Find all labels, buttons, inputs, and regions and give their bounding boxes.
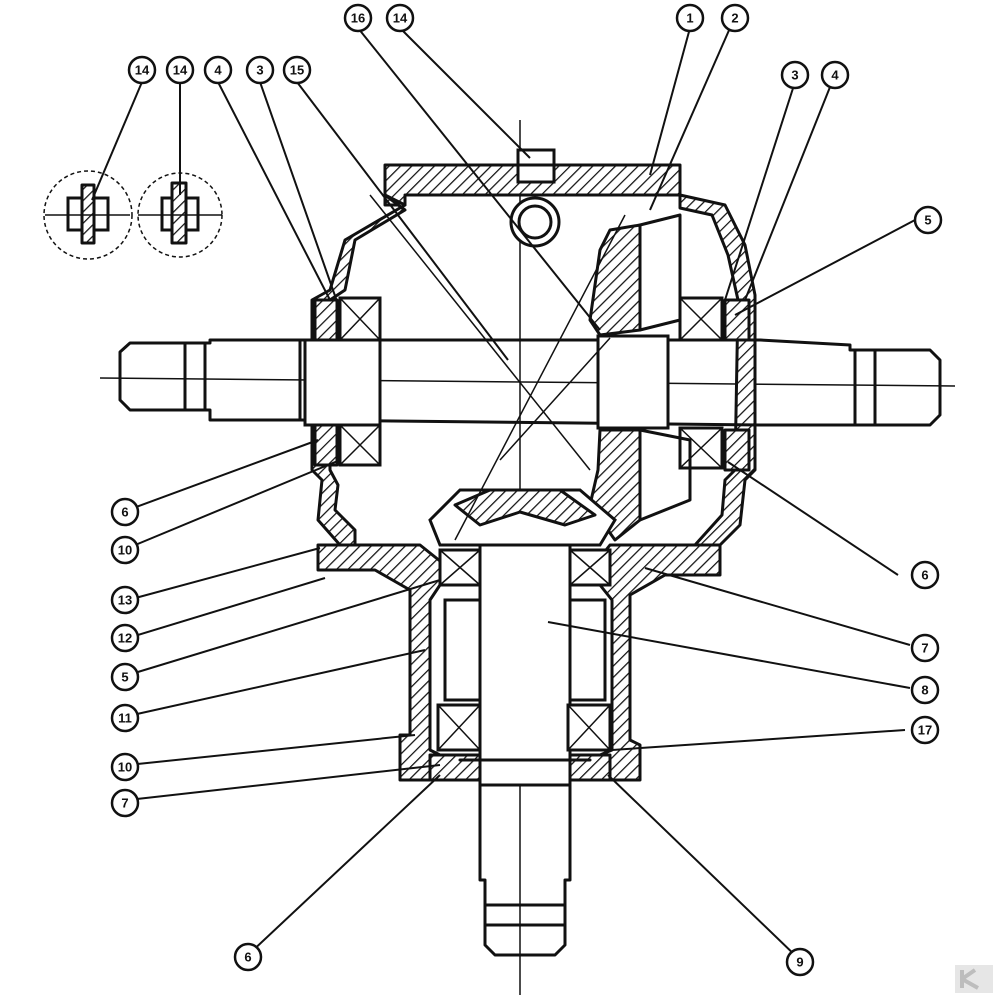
svg-text:5: 5 — [924, 213, 931, 228]
svg-text:10: 10 — [118, 760, 132, 775]
vertical-shaft — [436, 543, 612, 957]
callout-5-left: 5 — [110, 662, 140, 692]
callout-4-left: 4 — [203, 55, 233, 85]
svg-text:7: 7 — [121, 796, 128, 811]
callout-8: 8 — [910, 675, 940, 705]
svg-text:13: 13 — [118, 593, 132, 608]
callout-14-top: 14 — [385, 3, 415, 33]
callout-14-inset-b: 14 — [165, 55, 195, 85]
callout-7-right: 7 — [910, 633, 940, 663]
svg-text:14: 14 — [135, 63, 150, 78]
callout-7-left: 7 — [110, 788, 140, 818]
crown-bevel-gear — [588, 213, 692, 542]
svg-text:4: 4 — [214, 63, 222, 78]
pinion-bevel-gear — [428, 488, 617, 547]
inset-details — [43, 170, 223, 260]
leader-lines — [91, 27, 916, 961]
callout-6-right: 6 — [910, 560, 940, 590]
callout-17: 17 — [910, 715, 940, 745]
callout-9: 9 — [785, 947, 815, 977]
lower-housing-right — [596, 543, 722, 782]
section-lines — [369, 194, 626, 541]
svg-text:3: 3 — [256, 63, 263, 78]
svg-text:12: 12 — [118, 631, 132, 646]
svg-text:6: 6 — [921, 568, 928, 583]
callout-16: 16 — [343, 3, 373, 33]
oil-plug — [509, 148, 561, 248]
svg-text:6: 6 — [121, 505, 128, 520]
callout-11: 11 — [110, 703, 140, 733]
callout-6-left: 6 — [110, 497, 140, 527]
callout-6-bottom: 6 — [233, 942, 263, 972]
callout-3-right: 3 — [780, 60, 810, 90]
right-bearings — [678, 296, 751, 472]
callouts: 16 14 1 2 14 14 4 3 15 3 4 5 6 10 13 12 … — [110, 3, 943, 977]
brand-logo-watermark — [955, 965, 993, 993]
callout-5-right: 5 — [913, 205, 943, 235]
callout-13: 13 — [110, 585, 140, 615]
svg-text:2: 2 — [731, 11, 738, 26]
svg-text:3: 3 — [791, 68, 798, 83]
svg-text:15: 15 — [290, 63, 304, 78]
callout-10-left-lower: 10 — [110, 752, 140, 782]
callout-3-left: 3 — [245, 55, 275, 85]
svg-text:8: 8 — [921, 683, 928, 698]
callout-10-left-upper: 10 — [110, 535, 140, 565]
callout-1: 1 — [675, 3, 705, 33]
top-cover — [383, 163, 682, 207]
lower-housing-left — [316, 543, 447, 782]
callout-14-inset-a: 14 — [127, 55, 157, 85]
callout-4-right: 4 — [820, 60, 850, 90]
callout-15: 15 — [282, 55, 312, 85]
svg-text:14: 14 — [393, 11, 408, 26]
svg-text:11: 11 — [118, 711, 132, 726]
svg-text:14: 14 — [173, 63, 188, 78]
callout-12: 12 — [110, 623, 140, 653]
svg-text:5: 5 — [121, 670, 128, 685]
svg-text:16: 16 — [351, 11, 365, 26]
svg-text:10: 10 — [118, 543, 132, 558]
svg-text:6: 6 — [244, 950, 251, 965]
svg-text:17: 17 — [918, 723, 932, 738]
svg-text:1: 1 — [686, 11, 693, 26]
callout-2: 2 — [720, 3, 750, 33]
svg-text:9: 9 — [796, 955, 803, 970]
svg-text:4: 4 — [831, 68, 839, 83]
svg-text:7: 7 — [921, 641, 928, 656]
